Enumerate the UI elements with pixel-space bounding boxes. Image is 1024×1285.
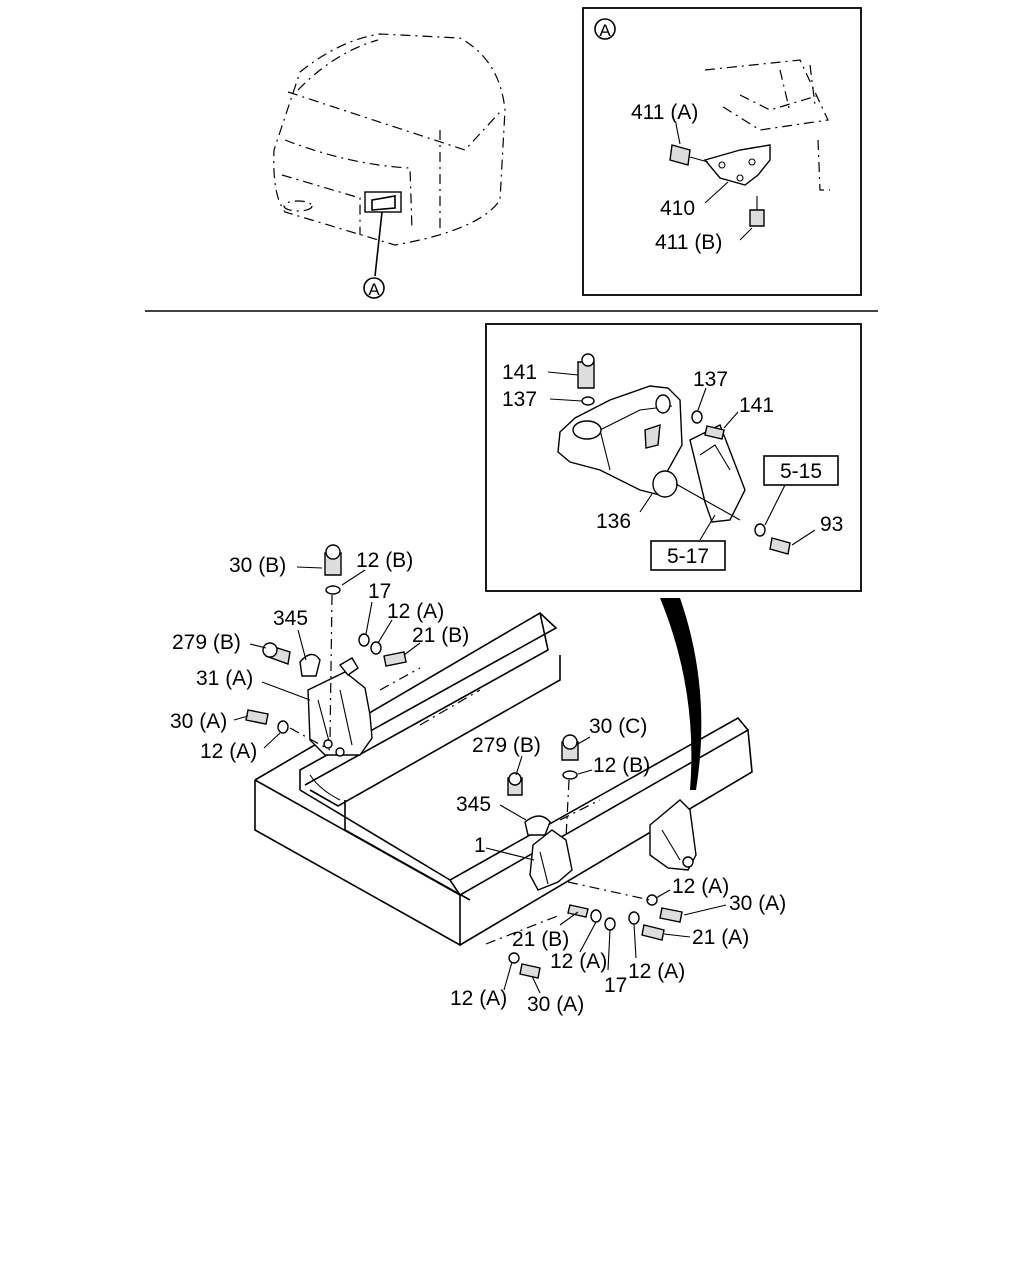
- detail-a-circle: [594, 18, 616, 40]
- label-410: 410: [660, 197, 695, 220]
- label-136: 136: [596, 510, 631, 533]
- label-141-right: 141: [739, 394, 774, 417]
- label-l-279b: 279 (B): [172, 631, 241, 654]
- left-bracket-assembly: [245, 544, 421, 757]
- label-l-31a: 31 (A): [196, 667, 253, 690]
- label-93: 93: [820, 513, 843, 536]
- label-l-30b: 30 (B): [229, 554, 286, 577]
- label-r-12b: 12 (B): [593, 754, 650, 777]
- label-r-30a-1: 30 (A): [729, 892, 786, 915]
- label-l-21b: 21 (B): [412, 624, 469, 647]
- label-l-30a: 30 (A): [170, 710, 227, 733]
- callout-a-circle: [363, 277, 385, 299]
- left-bracket-leaders: [233, 566, 421, 749]
- label-r-279b: 279 (B): [472, 734, 541, 757]
- bracket-detail-parts: [557, 353, 791, 555]
- label-r-1: 1: [474, 834, 486, 857]
- label-l-12a-bottom: 12 (A): [200, 740, 257, 763]
- detail-arrow: [660, 598, 702, 790]
- detail-a-parts: [669, 59, 830, 227]
- detail-a-box: [582, 7, 862, 296]
- label-r-17: 17: [604, 974, 627, 997]
- label-r-21b: 21 (B): [512, 928, 569, 951]
- label-r-12a-4: 12 (A): [450, 987, 507, 1010]
- bracket-detail-box: [485, 323, 862, 592]
- chassis-frame: [254, 612, 753, 947]
- ref-box-5-17: [650, 540, 726, 571]
- label-411a: 411 (A): [631, 101, 698, 124]
- label-l-345: 345: [273, 607, 308, 630]
- right-bracket-leaders: [485, 736, 727, 994]
- label-r-12a-3: 12 (A): [628, 960, 685, 983]
- label-r-12a-1: 12 (A): [672, 875, 729, 898]
- label-r-21a: 21 (A): [692, 926, 749, 949]
- label-l-12a-top: 12 (A): [387, 600, 444, 623]
- label-141-top: 141: [502, 361, 537, 384]
- truck-cab: [273, 33, 506, 277]
- label-r-345: 345: [456, 793, 491, 816]
- ref-5-17: 5-17: [667, 545, 709, 568]
- label-411b: 411 (B): [655, 231, 722, 254]
- ref-box-5-15: [763, 455, 839, 486]
- ref-5-15: 5-15: [780, 460, 822, 483]
- bracket-detail-leaders: [547, 371, 816, 546]
- label-r-30a-2: 30 (A): [527, 993, 584, 1016]
- label-r-30c: 30 (C): [589, 715, 647, 738]
- label-r-12a-2: 12 (A): [550, 950, 607, 973]
- label-l-17: 17: [368, 580, 391, 603]
- label-137-right: 137: [693, 368, 728, 391]
- detail-a-leaders: [675, 123, 753, 241]
- label-137-left: 137: [502, 388, 537, 411]
- callout-a-letter: A: [368, 280, 380, 299]
- label-l-12b: 12 (B): [356, 549, 413, 572]
- right-bracket-assembly: [485, 734, 697, 979]
- detail-a-letter: A: [599, 21, 611, 40]
